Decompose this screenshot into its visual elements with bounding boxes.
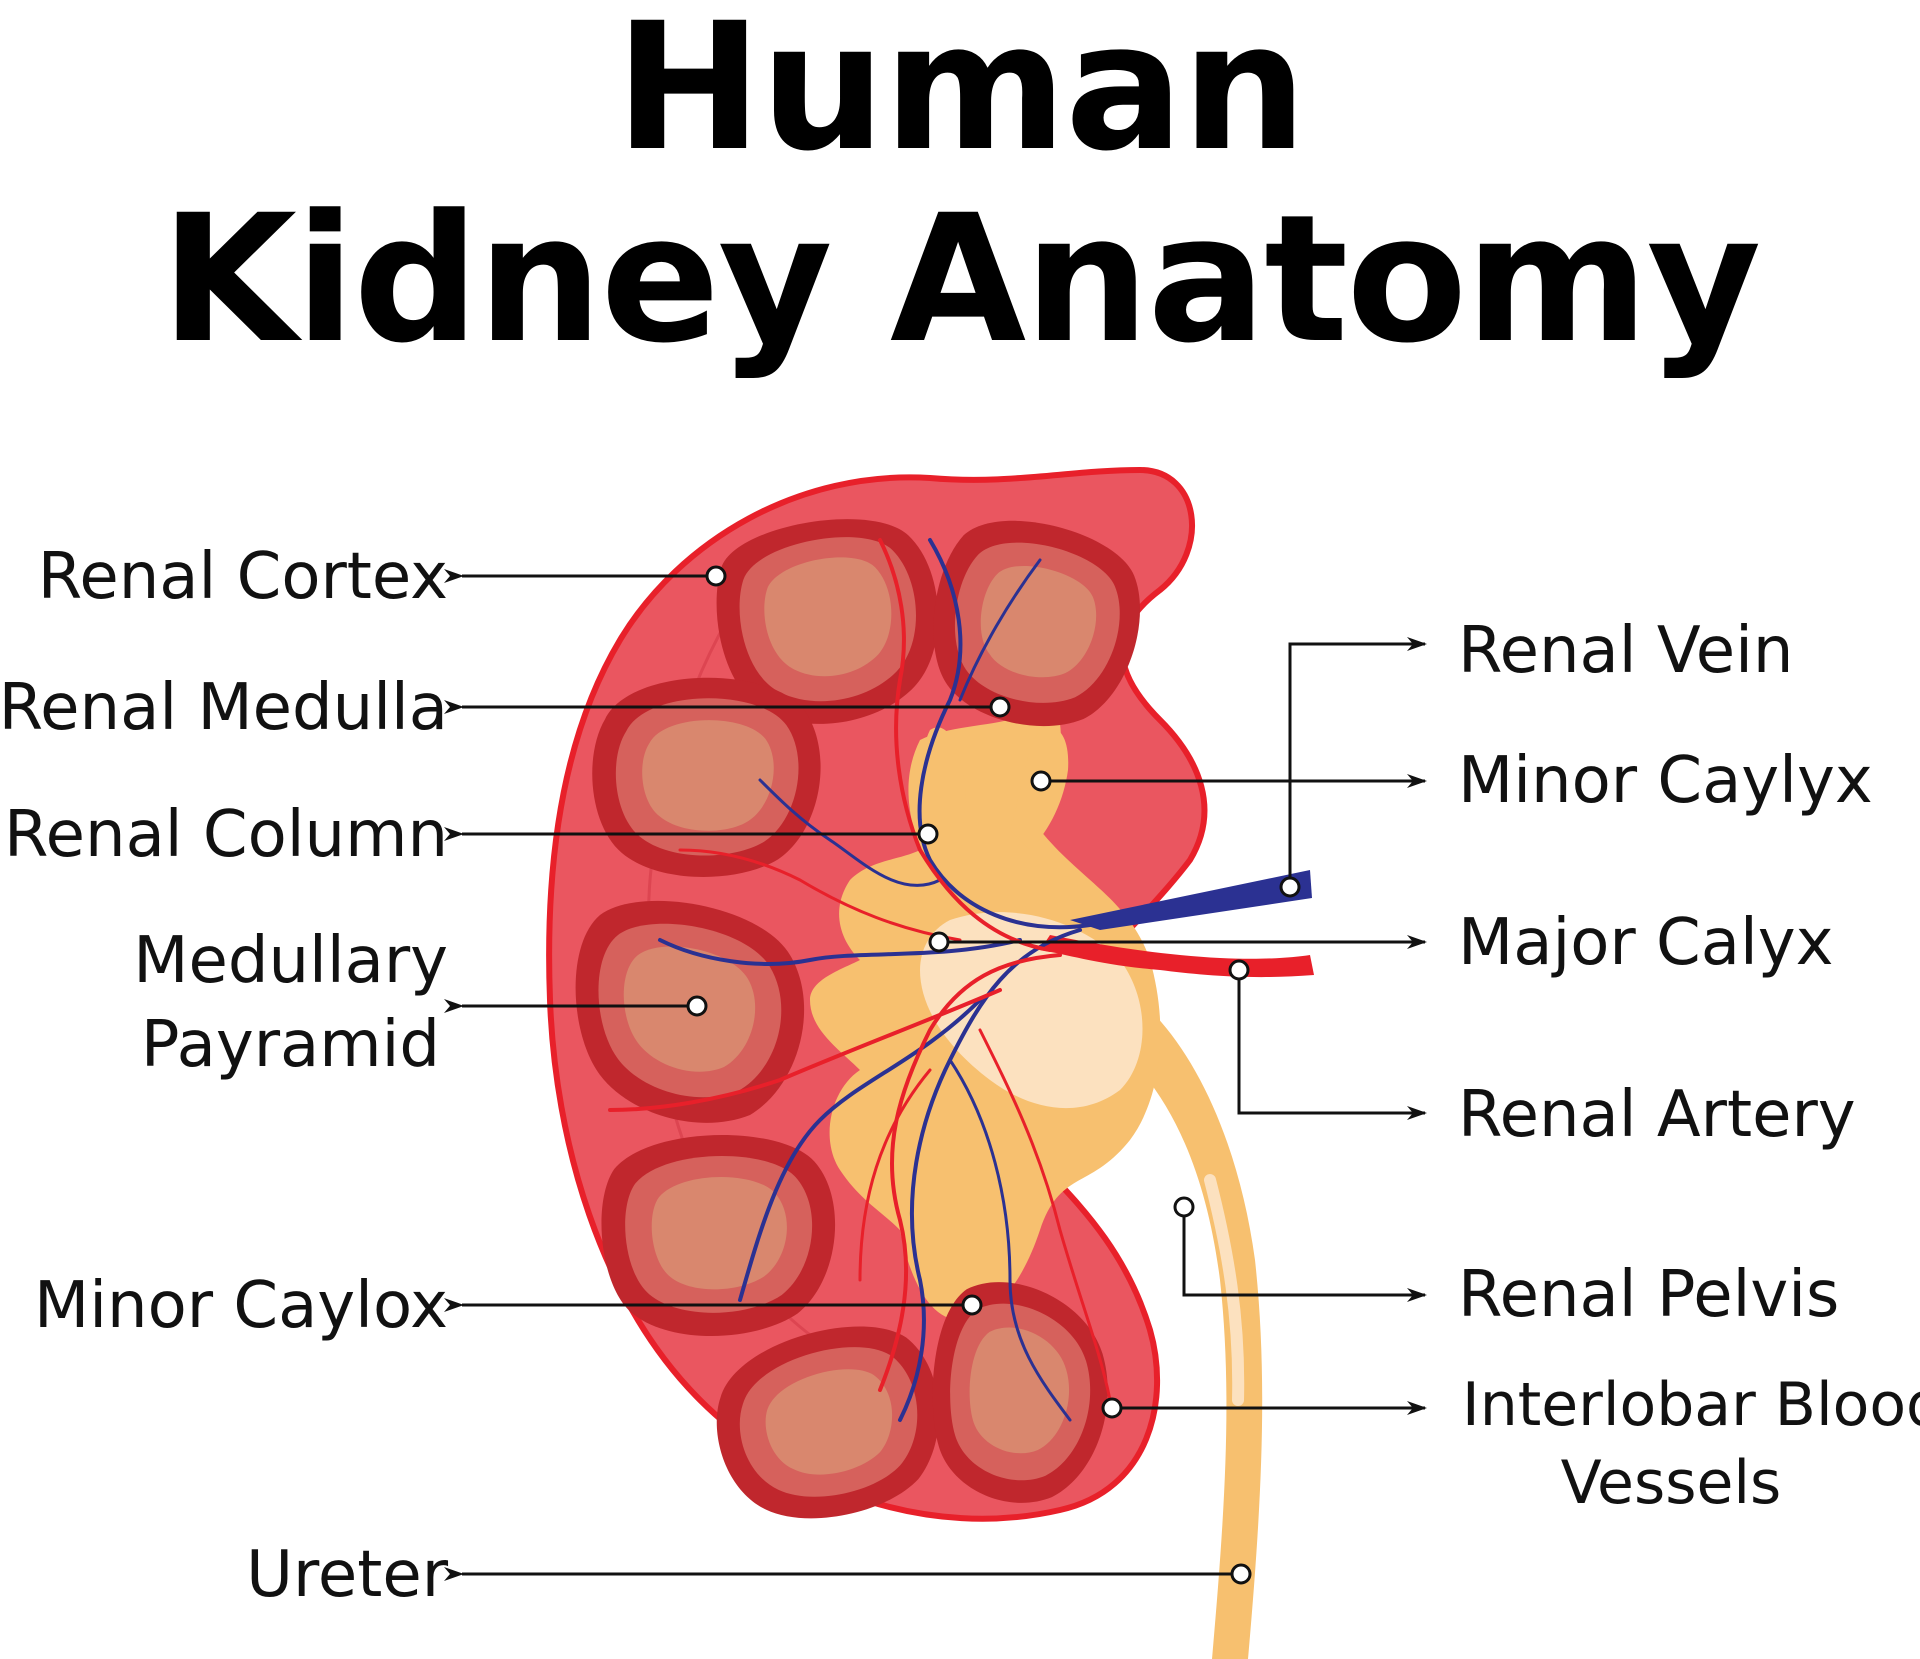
label-medullary-line1: Medullary <box>133 924 448 998</box>
leader-renal-pelvis <box>1182 1207 1427 1302</box>
label-renal-column: Renal Column <box>4 798 448 872</box>
pyramid-6 <box>716 1326 939 1519</box>
label-interlobar-line1: Interlobar Blood <box>1462 1370 1920 1440</box>
dot-renal-pelvis <box>1173 1196 1195 1218</box>
leader-renal-vein <box>1288 637 1427 887</box>
labels-left: Renal Cortex Renal Medulla Renal Column … <box>0 540 449 1612</box>
dot-renal-medulla <box>989 696 1011 718</box>
dot-renal-cortex <box>705 565 727 587</box>
label-renal-cortex: Renal Cortex <box>38 540 448 614</box>
label-renal-vein: Renal Vein <box>1458 614 1793 688</box>
label-medullary-line2: Payramid <box>141 1008 440 1082</box>
dot-interlobar <box>1101 1397 1123 1419</box>
leader-renal-artery <box>1237 970 1427 1120</box>
dot-ureter <box>1230 1563 1252 1585</box>
ureter-tube <box>1110 1010 1263 1659</box>
major-calyx-shape <box>920 912 1143 1109</box>
diagram-title-line1: Human <box>614 0 1307 190</box>
label-minor-caylox: Minor Caylox <box>34 1269 448 1343</box>
label-interlobar-line2: Vessels <box>1561 1448 1782 1518</box>
dot-renal-artery <box>1228 959 1250 981</box>
label-major-calyx: Major Calyx <box>1458 906 1833 980</box>
leader-lines <box>444 569 1427 1581</box>
dot-medullary-payramid <box>686 995 708 1017</box>
pyramid-1 <box>716 519 938 724</box>
diagram-title-line2: Kidney Anatomy <box>160 177 1762 382</box>
kidney-illustration <box>546 466 1314 1659</box>
labels-right: Renal Vein Minor Caylyx Major Calyx Rena… <box>1458 614 1920 1518</box>
pyramid-3 <box>592 677 821 877</box>
dot-minor-caylox <box>961 1294 983 1316</box>
ureter-highlight <box>1204 1174 1245 1406</box>
dot-renal-column <box>917 823 939 845</box>
label-renal-medulla: Renal Medulla <box>0 671 448 745</box>
marker-dots <box>686 565 1301 1585</box>
dot-minor-caylyx <box>1030 770 1052 792</box>
pyramid-2 <box>933 520 1140 726</box>
renal-vein <box>1070 870 1312 930</box>
label-minor-caylyx: Minor Caylyx <box>1458 744 1873 818</box>
dot-major-calyx <box>928 931 950 953</box>
label-renal-pelvis: Renal Pelvis <box>1458 1258 1839 1332</box>
interlobar-blood-vessels <box>608 538 1112 1422</box>
label-ureter: Ureter <box>246 1538 449 1612</box>
minor-calyx-upper <box>920 727 966 850</box>
label-renal-artery: Renal Artery <box>1458 1078 1856 1152</box>
pyramid-7 <box>932 1282 1108 1503</box>
dot-renal-vein <box>1279 876 1301 898</box>
